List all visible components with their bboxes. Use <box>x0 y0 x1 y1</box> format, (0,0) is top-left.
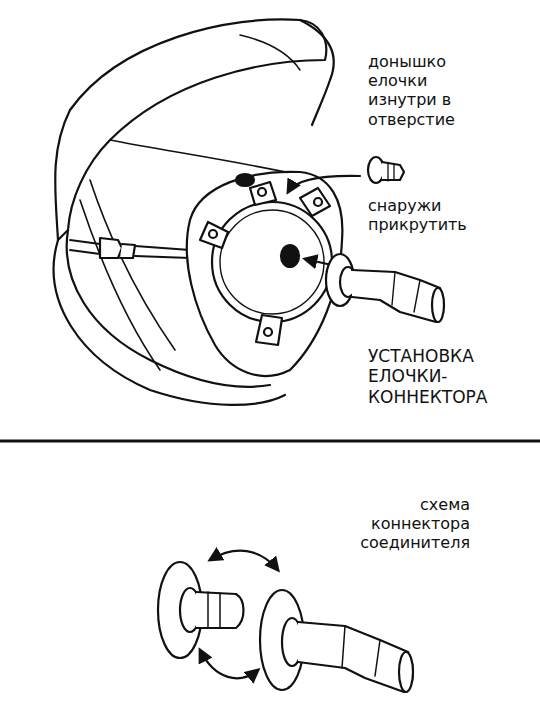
section-heading: УСТАНОВКА ЕЛОЧКИ-КОННЕКТОРА <box>368 346 528 407</box>
instruction-note: снаружи прикрутить <box>368 196 478 234</box>
instruction-note: донышко елочки изнутри в отверстие <box>368 52 478 129</box>
schema-caption: схема коннектора соединителя <box>340 495 470 553</box>
